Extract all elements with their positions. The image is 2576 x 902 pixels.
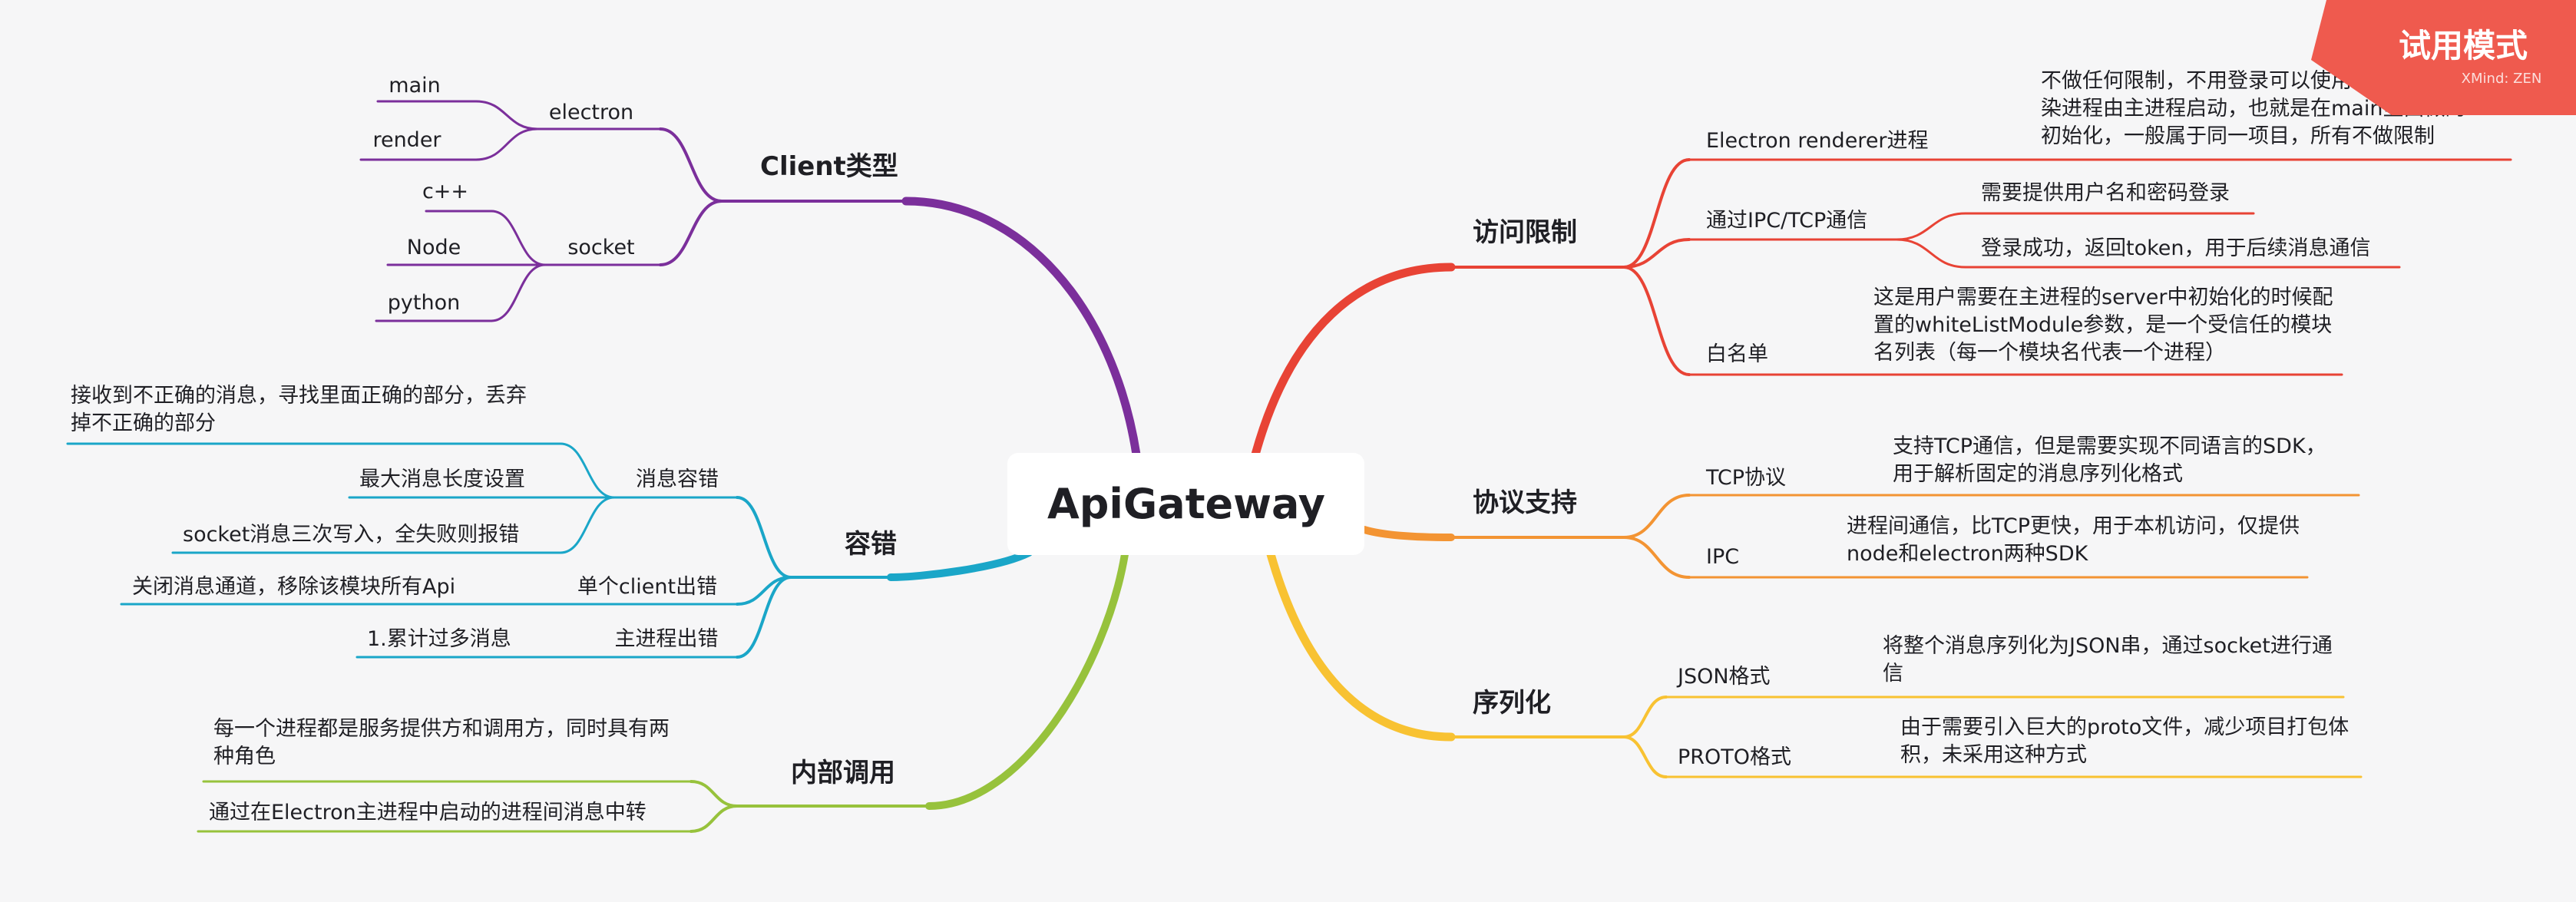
- connector-52: [1622, 735, 1668, 778]
- connector-0: [659, 127, 723, 203]
- leaf-fault-incorrect-message[interactable]: 接收到不正确的消息，寻找里面正确的部分，丢弃掉不正确的部分: [71, 384, 527, 435]
- subtopic-main-process-error[interactable]: 主进程出错: [615, 627, 719, 651]
- leaf-json-desc-wrap: 将整个消息序列化为JSON串，通过socket进行通信: [1883, 634, 2333, 686]
- subtopic-ipc-tcp[interactable]: 通过IPC/TCP通信: [1706, 209, 1867, 233]
- topic-internal-call[interactable]: 内部调用: [791, 758, 895, 788]
- connector-18: [736, 576, 792, 659]
- leaf-fault-socket-retry[interactable]: socket消息三次写入，全失败则报错: [183, 523, 519, 547]
- connector-50: [1622, 695, 1668, 738]
- leaf-whitelist-desc[interactable]: 这是用户需要在主进程的server中初始化的时候配置的whiteListModu…: [1873, 286, 2333, 365]
- topic-protocol[interactable]: 协议支持: [1473, 487, 1577, 518]
- connector-14: [736, 496, 792, 579]
- subtopic-proto[interactable]: PROTO格式: [1678, 745, 1791, 769]
- connector-46: [1622, 536, 1691, 579]
- connector-34: [1622, 238, 1691, 269]
- connector-41: [1895, 238, 1967, 269]
- leaf-fault-incorrect-message-wrap: 接收到不正确的消息，寻找里面正确的部分，丢弃掉不正确的部分: [71, 384, 527, 435]
- leaf-tcp-desc[interactable]: 支持TCP通信，但是需要实现不同语言的SDK，用于解析固定的消息序列化格式: [1893, 434, 2326, 486]
- leaf-main[interactable]: main: [389, 74, 440, 97]
- leaf-ipc-desc-wrap: 进程间通信，比TCP更快，用于本机访问，仅提供node和electron两种SD…: [1847, 514, 2300, 566]
- topic-client-type[interactable]: Client类型: [760, 151, 898, 182]
- subtopic-tcp[interactable]: TCP协议: [1705, 466, 1786, 490]
- connector-39: [1895, 212, 1967, 241]
- central-topic[interactable]: ApiGateway: [1047, 480, 1325, 528]
- leaf-render[interactable]: render: [372, 128, 441, 152]
- leaf-internal-roles[interactable]: 每一个进程都是服务提供方和调用方，同时具有两种角色: [213, 717, 670, 768]
- leaf-python[interactable]: python: [388, 291, 460, 315]
- leaf-node[interactable]: Node: [407, 236, 461, 259]
- leaf-token-returned[interactable]: 登录成功，返回token，用于后续消息通信: [1981, 236, 2371, 260]
- leaf-ipc-desc[interactable]: 进程间通信，比TCP更快，用于本机访问，仅提供node和electron两种SD…: [1847, 514, 2300, 566]
- connector-6: [475, 127, 539, 161]
- leaf-internal-relay[interactable]: 通过在Electron主进程中启动的进程间消息中转: [209, 801, 646, 824]
- topic-access-limit[interactable]: 访问限制: [1473, 217, 1577, 248]
- branch-protocol: [1361, 526, 1455, 541]
- trial-badge-text: 试用模式: [2399, 27, 2528, 64]
- leaf-whitelist-desc-wrap: 这是用户需要在主进程的server中初始化的时候配置的whiteListModu…: [1873, 286, 2333, 365]
- connector-12: [490, 263, 547, 322]
- connector-28: [689, 780, 739, 808]
- connector-44: [1622, 494, 1691, 539]
- leaf-proto-desc[interactable]: 由于需要引入巨大的proto文件，减少项目打包体积，未采用这种方式: [1900, 715, 2349, 767]
- leaf-json-desc[interactable]: 将整个消息序列化为JSON串，通过socket进行通信: [1883, 634, 2333, 686]
- branch-serial: [1266, 550, 1456, 742]
- leaf-login-required[interactable]: 需要提供用户名和密码登录: [1981, 181, 2230, 205]
- topic-serialization[interactable]: 序列化: [1473, 688, 1551, 719]
- branch-client: [901, 197, 1141, 459]
- leaf-proto-desc-wrap: 由于需要引入巨大的proto文件，减少项目打包体积，未采用这种方式: [1900, 715, 2349, 767]
- leaf-tcp-desc-wrap: 支持TCP通信，但是需要实现不同语言的SDK，用于解析固定的消息序列化格式: [1893, 434, 2326, 486]
- subtopic-whitelist[interactable]: 白名单: [1706, 342, 1768, 366]
- connector-36: [1622, 266, 1691, 376]
- leaf-internal-roles-wrap: 每一个进程都是服务提供方和调用方，同时具有两种角色: [213, 717, 670, 768]
- subtopic-json[interactable]: JSON格式: [1676, 665, 1771, 689]
- connector-8: [490, 210, 547, 266]
- subtopic-electron-renderer[interactable]: Electron renderer进程: [1706, 129, 1929, 153]
- subtopic-socket[interactable]: socket: [567, 236, 634, 259]
- trial-badge-subtext: XMind: ZEN: [2462, 71, 2542, 87]
- leaf-cpp[interactable]: c++: [422, 180, 468, 203]
- branch-fault: [887, 549, 1033, 581]
- leaf-fault-close-channel[interactable]: 关闭消息通道，移除该模块所有Api: [132, 575, 455, 599]
- connectors: [66, 100, 2512, 833]
- connector-4: [475, 100, 539, 131]
- topic-fault-tolerance[interactable]: 容错: [845, 529, 897, 560]
- leaf-fault-accumulated[interactable]: 1.累计过多消息: [367, 627, 511, 651]
- branch-access: [1251, 263, 1456, 459]
- leaf-fault-max-length[interactable]: 最大消息长度设置: [359, 468, 525, 491]
- connector-32: [1622, 158, 1691, 269]
- central-topic-box[interactable]: [1007, 453, 1364, 555]
- connector-30: [689, 805, 739, 833]
- subtopic-ipc[interactable]: IPC: [1706, 545, 1739, 569]
- connector-2: [659, 200, 723, 266]
- connector-20: [559, 442, 616, 499]
- branch-internal: [925, 550, 1129, 810]
- subtopic-single-client-error[interactable]: 单个client出错: [577, 575, 717, 599]
- subtopic-electron[interactable]: electron: [549, 101, 633, 124]
- trial-badge[interactable]: 试用模式 XMind: ZEN: [2311, 0, 2576, 115]
- trial-badge-shape: [2311, 0, 2576, 115]
- subtopic-message-fault[interactable]: 消息容错: [636, 468, 719, 491]
- connector-24: [559, 496, 616, 554]
